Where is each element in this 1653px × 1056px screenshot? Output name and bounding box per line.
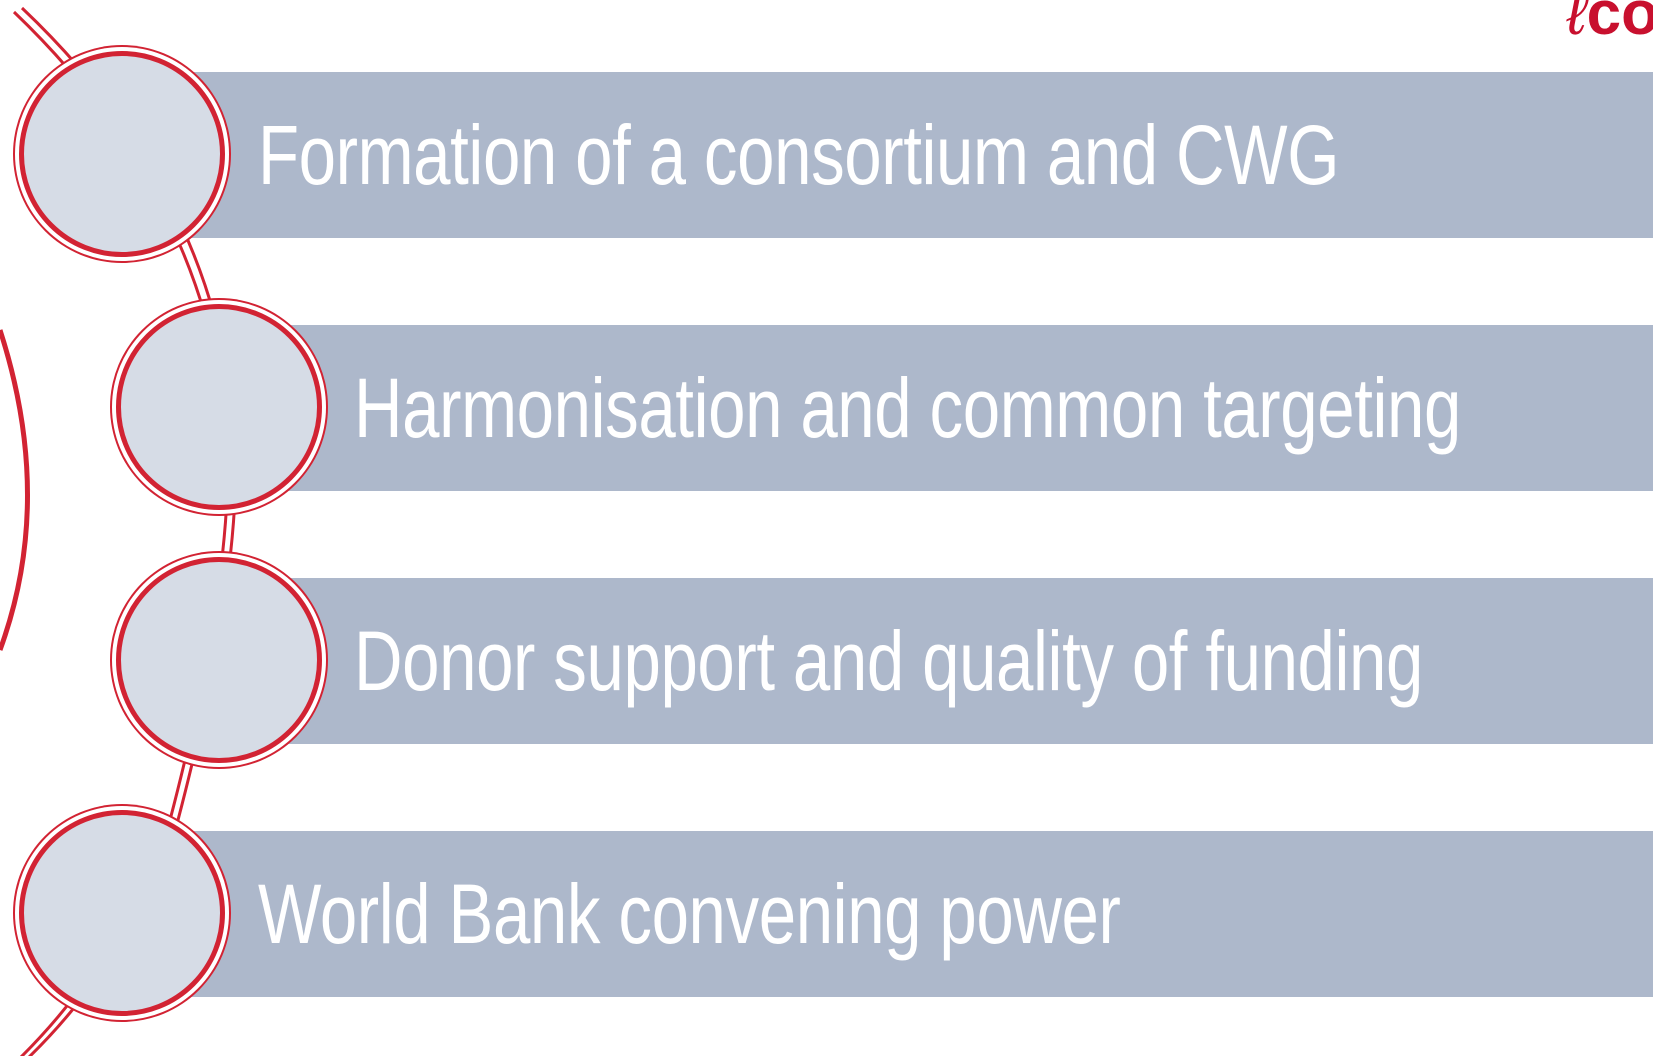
step-bar-2: Harmonisation and common targeting bbox=[268, 325, 1653, 491]
step-label-4: World Bank convening power bbox=[258, 867, 1121, 961]
step-bar-3: Donor support and quality of funding bbox=[268, 578, 1653, 744]
step-label-3: Donor support and quality of funding bbox=[354, 614, 1424, 708]
step-label-1: Formation of a consortium and CWG bbox=[258, 108, 1340, 202]
logo-swirl-icon: ℓ bbox=[1566, 0, 1587, 48]
step-node-3 bbox=[116, 557, 322, 763]
step-bar-1: Formation of a consortium and CWG bbox=[175, 72, 1653, 238]
step-node-4 bbox=[19, 810, 225, 1016]
step-node-2 bbox=[116, 304, 322, 510]
step-label-2: Harmonisation and common targeting bbox=[354, 361, 1461, 455]
logo-fragment: ℓco bbox=[1567, 0, 1653, 49]
step-node-1 bbox=[19, 51, 225, 257]
step-bar-4: World Bank convening power bbox=[175, 831, 1653, 997]
